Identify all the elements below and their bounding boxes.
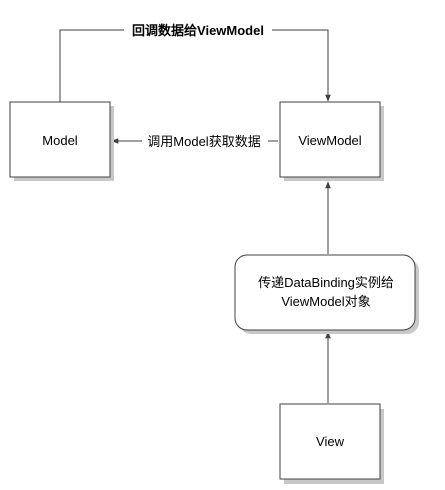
viewmodel-box [279, 101, 381, 178]
model-label: Model [42, 133, 78, 148]
node-model: Model [9, 101, 114, 181]
node-binding: 传递DataBinding实例给 ViewModel对象 [234, 254, 419, 334]
callback-label: 回调数据给ViewModel [132, 23, 264, 38]
node-viewmodel: ViewModel [279, 101, 384, 181]
node-view: View [279, 403, 384, 484]
binding-label-line1: 传递DataBinding实例给 [258, 275, 394, 290]
callback-label-background [124, 21, 272, 39]
edge-call-model: 调用Model获取数据 [111, 132, 278, 150]
model-box [9, 101, 111, 178]
view-label: View [316, 434, 345, 449]
call-model-label: 调用Model获取数据 [147, 134, 260, 149]
binding-box [234, 254, 416, 331]
call-model-label-background [142, 132, 268, 150]
binding-label-line2: ViewModel对象 [281, 294, 370, 309]
callback-connector [59, 29, 331, 102]
edge-callback: 回调数据给ViewModel [59, 21, 331, 102]
viewmodel-label: ViewModel [298, 133, 361, 148]
view-box [279, 403, 381, 480]
